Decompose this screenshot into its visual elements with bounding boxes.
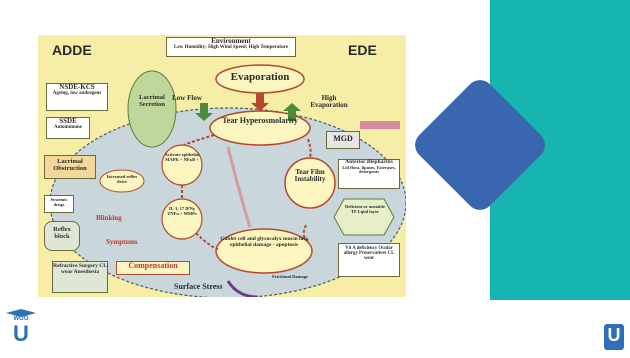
activate-circle	[161, 144, 203, 186]
low-flow-arrow	[195, 103, 213, 121]
blinking-text: Blinking	[96, 214, 122, 222]
reflex-block-box: Reflex block	[44, 221, 80, 251]
nsde-kcs-box: NSDE-KCS Ageing, low androgens	[46, 83, 108, 111]
woo-logo-left: WOO U	[6, 306, 36, 352]
activate-text: Activate epithelial MAPK + NFκB +	[164, 152, 200, 162]
high-evap-arrow	[283, 103, 301, 121]
deficient-hexagon	[333, 198, 395, 236]
tear-hyperosmolarity-text: Tear Hyperosmolarity	[222, 116, 298, 125]
dry-eye-diagram: ADDE EDE Environment Low Humidity; High …	[38, 35, 406, 297]
frictional-damage-text: Frictional Damage	[272, 274, 308, 279]
surface-stress-text: Surface Stress	[174, 282, 223, 291]
reflex-oval	[99, 169, 145, 193]
symptoms-text: Symptoms	[106, 238, 138, 246]
diagram-graphics	[49, 64, 406, 297]
down-arrow	[251, 93, 269, 111]
gland-dots	[360, 121, 400, 129]
low-flow-text: Low Flow	[172, 94, 202, 102]
cytokine-circle	[161, 198, 203, 240]
compensation-box: Compensation	[116, 261, 190, 275]
goblet-oval	[215, 228, 313, 274]
adde-label: ADDE	[52, 42, 92, 58]
woo-logo-right: U	[604, 324, 624, 350]
mgd-box: MGD	[326, 131, 360, 149]
tfi-circle	[284, 157, 336, 209]
vit-a-box: Vit A deficiency Ocular allergy Preserva…	[338, 243, 400, 277]
deficient-tf-text: Deficient or unstable TF Lipid layer	[345, 204, 385, 214]
ede-label: EDE	[348, 42, 377, 58]
goblet-text: Goblet cell and glycocalyx mucin loss ep…	[220, 236, 308, 248]
environment-box: Environment Low Humidity; High Wind Spee…	[166, 37, 296, 57]
increased-reflex-text: Increased reflex drive	[106, 174, 138, 184]
refractive-box: Refractive Surgery CL wear Anesthesia	[52, 261, 108, 293]
ssde-box: SSDE Autoimmune	[46, 117, 90, 139]
high-evaporation-text: High Evaporation	[310, 94, 348, 110]
anterior-blepharitis-box: Anterior Blepharitis Lid flora, lipases,…	[338, 159, 400, 189]
pink-arrow	[226, 146, 252, 228]
tear-film-instability-text: Tear Film Instability	[294, 168, 326, 184]
evaporation-text: Evaporation	[230, 71, 290, 83]
cycle-arrow-1	[183, 134, 215, 146]
cytokines-text: IL-1, 17 IFNγ TNFα + MMPs	[167, 206, 197, 216]
lacrimal-obstruction-box: Lacrimal Obstruction	[44, 155, 96, 179]
cycle-arrow-5	[307, 138, 312, 158]
central-ellipse	[49, 107, 406, 297]
cycle-arrow-3	[195, 232, 219, 250]
purple-arrow	[226, 280, 259, 297]
lacrimal-secretion-text: Lacrimal Secretion	[139, 94, 165, 108]
lacrimal-oval	[127, 70, 177, 148]
cycle-arrow-4	[302, 224, 311, 242]
systemic-drugs-box: Systemic drugs	[44, 195, 74, 213]
graduation-cap-icon	[6, 306, 36, 317]
